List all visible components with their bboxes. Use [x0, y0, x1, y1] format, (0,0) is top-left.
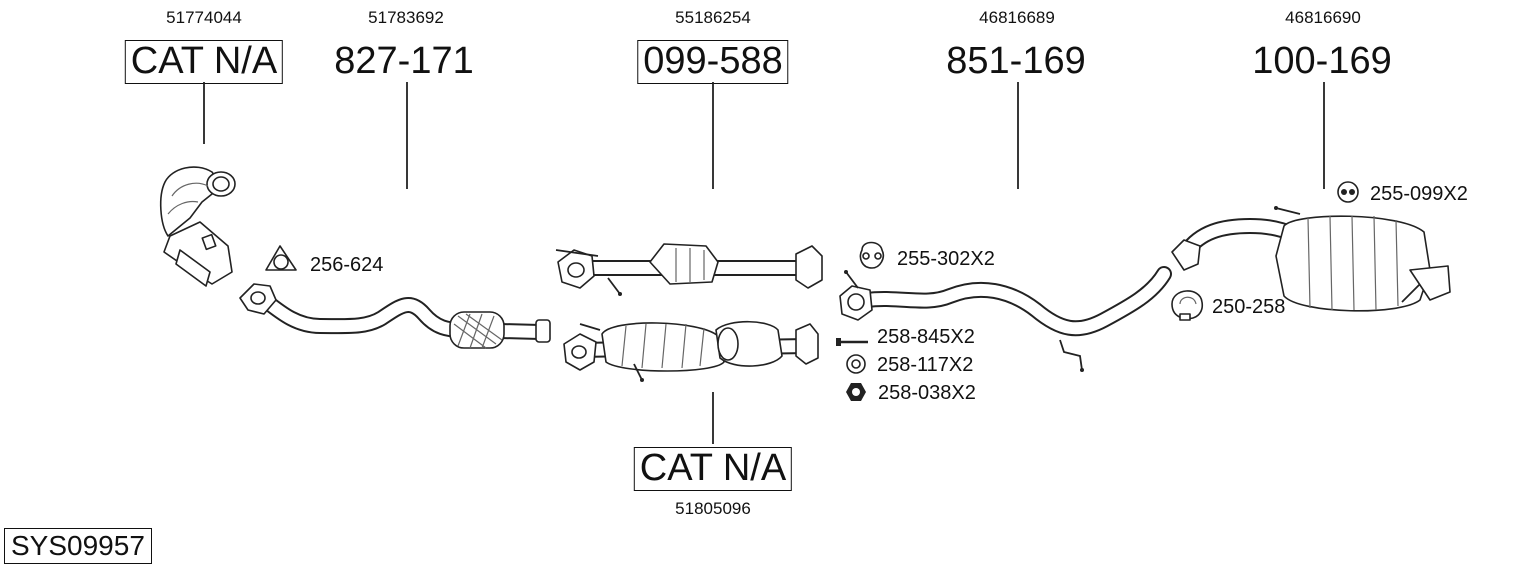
oe-number-6: 51805096: [675, 499, 751, 518]
accessory-label-nut[interactable]: 258-038X2: [878, 382, 976, 404]
part-number-6[interactable]: CAT N/A: [633, 447, 793, 491]
part-number-5[interactable]: 100-169: [1252, 40, 1392, 82]
manifold-catalyst[interactable]: [159, 166, 236, 287]
accessory-label-clamp[interactable]: 250-258: [1212, 296, 1286, 318]
rubber-hanger-icon[interactable]: [859, 241, 885, 269]
bolt-icon[interactable]: [836, 338, 868, 346]
oe-number-3: 55186254: [675, 8, 751, 27]
part-number-4[interactable]: 851-169: [946, 40, 1086, 82]
intermediate-pipe[interactable]: [839, 266, 1172, 372]
gasket-icon[interactable]: [265, 245, 297, 271]
system-code: SYS09957: [4, 528, 152, 564]
washer-icon[interactable]: [846, 354, 866, 374]
oe-number-4: 46816689: [979, 8, 1055, 27]
part-number-2[interactable]: 827-171: [334, 40, 474, 82]
accessory-label-hanger[interactable]: 255-302X2: [897, 248, 995, 270]
leader-lines: [203, 82, 1325, 444]
centre-catalyst[interactable]: [555, 243, 823, 296]
accessory-label-rubber-ring[interactable]: 255-099X2: [1370, 183, 1468, 205]
part-number-1[interactable]: CAT N/A: [124, 40, 284, 84]
nut-icon[interactable]: [846, 383, 866, 401]
oe-number-2: 51783692: [368, 8, 444, 27]
accessory-label-bolt[interactable]: 258-845X2: [877, 326, 975, 348]
front-pipe[interactable]: [239, 283, 551, 349]
rear-silencer[interactable]: [1171, 206, 1451, 312]
lower-catalyst[interactable]: [563, 320, 819, 382]
clamp-icon[interactable]: [1171, 290, 1204, 321]
accessory-label-washer[interactable]: 258-117X2: [877, 354, 974, 376]
oe-number-5: 46816690: [1285, 8, 1361, 27]
oe-number-1: 51774044: [166, 8, 242, 27]
accessory-label-gasket[interactable]: 256-624: [310, 254, 384, 276]
rubber-ring-icon[interactable]: [1337, 181, 1359, 203]
